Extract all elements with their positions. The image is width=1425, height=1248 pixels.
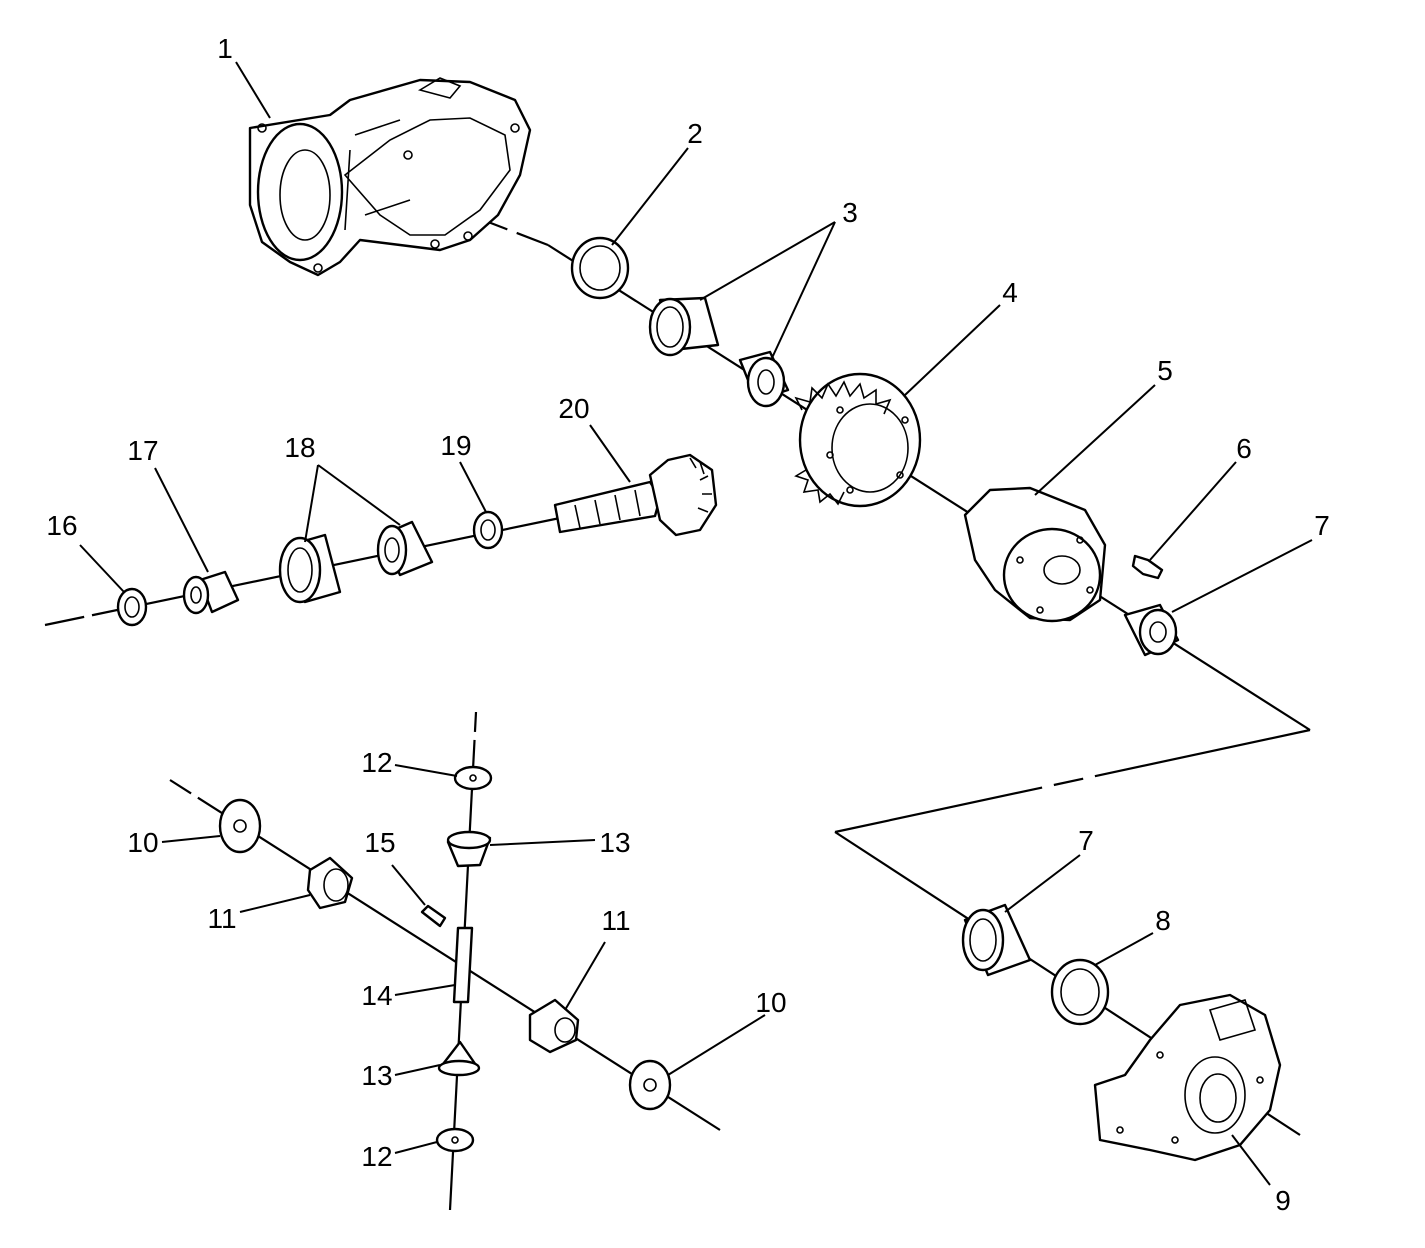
differential-case-icon (963, 486, 1107, 623)
seal-icon (116, 587, 148, 627)
cover-icon (1093, 993, 1282, 1162)
ring-gear-icon (794, 372, 922, 508)
housing-icon (248, 77, 532, 277)
seal-icon (570, 236, 630, 300)
callout-8: 8 (1155, 905, 1171, 936)
callout-4: 4 (1002, 277, 1018, 308)
callout-12-top: 12 (361, 747, 392, 778)
callout-13-top: 13 (599, 827, 630, 858)
callout-7: 7 (1314, 510, 1330, 541)
bearing-cup-icon (648, 296, 720, 357)
thrust-washer-icon (628, 1059, 672, 1111)
callout-6: 6 (1236, 433, 1252, 464)
callout-2: 2 (687, 118, 703, 149)
callout-13-bottom: 13 (361, 1060, 392, 1091)
bearing-icon (278, 520, 434, 604)
callout-10-left: 10 (127, 827, 158, 858)
shim-icon (472, 510, 504, 550)
pinion-shaft-icon (452, 926, 474, 1004)
callout-20: 20 (558, 393, 589, 424)
callout-3: 3 (842, 197, 858, 228)
bearing-cone-icon (738, 350, 790, 408)
pinion-gear-icon (446, 830, 492, 868)
side-gear-icon (306, 856, 354, 910)
bearing-cone-icon (1123, 603, 1180, 657)
callout-9: 9 (1275, 1185, 1291, 1216)
seal-icon (1050, 958, 1110, 1026)
callout-1: 1 (217, 33, 233, 64)
drive-pinion-icon (553, 453, 718, 537)
callout-16: 16 (46, 510, 77, 541)
side-gear-icon (528, 998, 580, 1054)
pinion-gear-icon (437, 1040, 481, 1077)
callout-12-bottom: 12 (361, 1141, 392, 1172)
collapsible-spacer-icon (182, 570, 240, 615)
bearing-cup-icon (961, 903, 1032, 977)
callout-17: 17 (127, 435, 158, 466)
callout-19: 19 (440, 430, 471, 461)
leader-lines (79, 61, 1313, 1186)
callout-11-right: 11 (601, 905, 630, 936)
callout-7-lower: 7 (1078, 825, 1094, 856)
callout-14: 14 (361, 980, 392, 1011)
callout-18: 18 (284, 432, 315, 463)
lock-pin-icon (420, 904, 447, 928)
thrust-washer-icon (453, 765, 493, 791)
thrust-washer-icon (218, 798, 262, 854)
callout-5: 5 (1157, 355, 1173, 386)
callout-labels: 1 2 3 4 5 6 7 7 8 9 10 10 11 11 12 12 13… (46, 33, 1329, 1216)
callout-10-right: 10 (755, 987, 786, 1018)
bolt-icon (1131, 554, 1164, 580)
axis-lines (44, 213, 1311, 1211)
callout-11-left: 11 (207, 903, 236, 934)
callout-15: 15 (364, 827, 395, 858)
thrust-washer-icon (435, 1127, 475, 1153)
